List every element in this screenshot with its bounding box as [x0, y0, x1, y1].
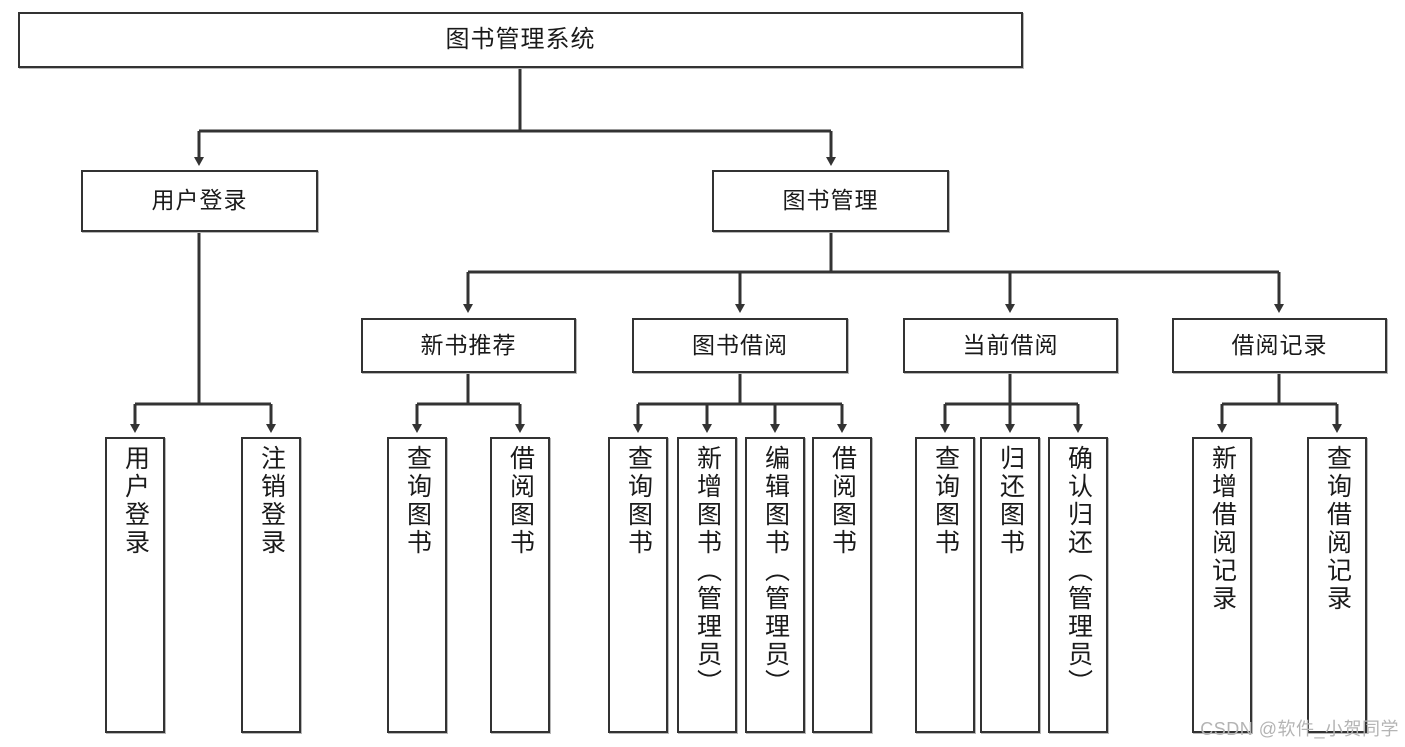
node-leaf-user-login[interactable]: 用户登录 [105, 437, 165, 733]
node-book-management[interactable]: 图书管理 [712, 170, 949, 232]
node-label: 查询图书 [624, 445, 653, 557]
node-borrow-record[interactable]: 借阅记录 [1172, 318, 1387, 373]
node-leaf-add-borrow-record[interactable]: 新增借阅记录 [1192, 437, 1252, 733]
node-label: 图书管理 [782, 187, 879, 214]
node-label: 当前借阅 [962, 331, 1059, 358]
node-label: 新增图书（管理员） [693, 445, 722, 697]
node-leaf-borrow-book-recommend[interactable]: 借阅图书 [490, 437, 550, 733]
node-leaf-confirm-return-admin[interactable]: 确认归还（管理员） [1048, 437, 1108, 733]
node-leaf-edit-book-admin[interactable]: 编辑图书（管理员） [745, 437, 805, 733]
node-current-borrow[interactable]: 当前借阅 [903, 318, 1118, 373]
node-label: 编辑图书（管理员） [761, 445, 790, 697]
node-label: 确认归还（管理员） [1064, 445, 1093, 697]
node-label: 借阅记录 [1231, 331, 1328, 358]
node-label: 查询图书 [403, 445, 432, 557]
node-leaf-return-book[interactable]: 归还图书 [980, 437, 1040, 733]
node-leaf-query-borrow-record[interactable]: 查询借阅记录 [1307, 437, 1367, 733]
node-label: 新增借阅记录 [1208, 445, 1237, 613]
node-label: 查询借阅记录 [1323, 445, 1352, 613]
node-label: 归还图书 [996, 445, 1025, 557]
node-leaf-borrow-book[interactable]: 借阅图书 [812, 437, 872, 733]
node-leaf-add-book-admin[interactable]: 新增图书（管理员） [677, 437, 737, 733]
node-label: 用户登录 [121, 445, 150, 557]
node-label: 图书管理系统 [445, 25, 596, 53]
node-book-borrow[interactable]: 图书借阅 [632, 318, 848, 373]
node-label: 查询图书 [931, 445, 960, 557]
node-leaf-query-book-recommend[interactable]: 查询图书 [387, 437, 447, 733]
node-label: 用户登录 [151, 187, 248, 214]
node-leaf-logout[interactable]: 注销登录 [241, 437, 301, 733]
node-root-system[interactable]: 图书管理系统 [18, 12, 1023, 68]
watermark-text: CSDN @软件_小贺同学 [1200, 719, 1399, 739]
node-user-login[interactable]: 用户登录 [81, 170, 318, 232]
node-label: 新书推荐 [420, 331, 517, 358]
node-label: 借阅图书 [506, 445, 535, 557]
node-leaf-query-book-current[interactable]: 查询图书 [915, 437, 975, 733]
node-label: 注销登录 [257, 445, 286, 557]
node-label: 借阅图书 [828, 445, 857, 557]
node-new-book-recommend[interactable]: 新书推荐 [361, 318, 576, 373]
node-label: 图书借阅 [692, 331, 788, 358]
node-leaf-query-book[interactable]: 查询图书 [608, 437, 668, 733]
